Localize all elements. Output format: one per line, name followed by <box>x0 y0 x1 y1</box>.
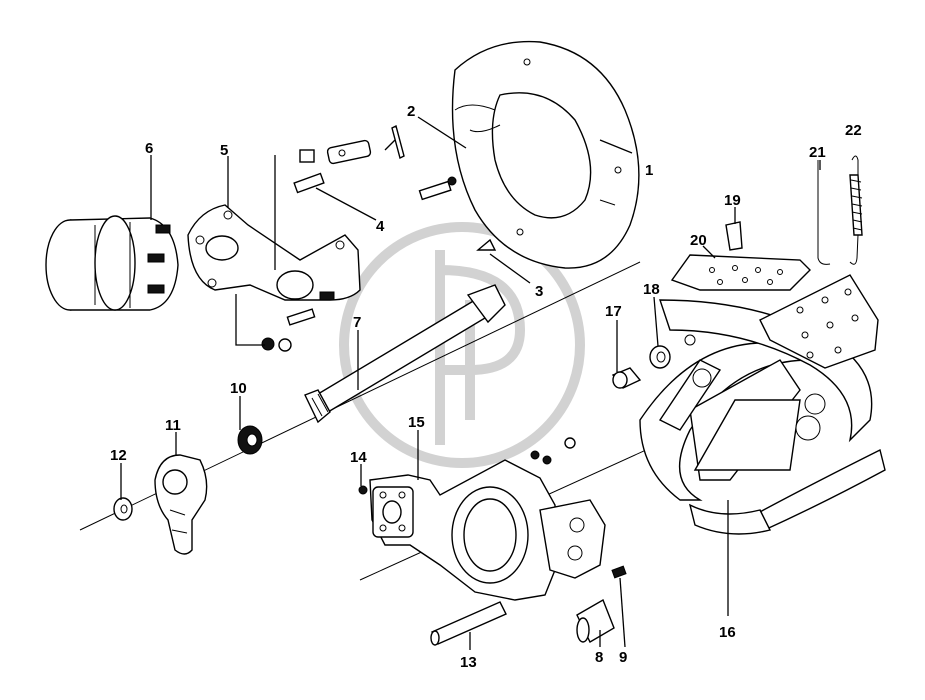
brake-lining <box>670 254 879 369</box>
chamber-bracket <box>187 204 361 352</box>
callout-5: 5 <box>220 142 228 159</box>
callout-4: 4 <box>376 218 385 235</box>
retaining-washer <box>113 497 133 521</box>
callout-3: 3 <box>535 283 543 300</box>
watermark-logo <box>339 222 585 468</box>
callout-20: 20 <box>690 232 707 249</box>
callout-18: 18 <box>643 281 660 298</box>
slack-adjuster <box>154 454 208 555</box>
callout-1: 1 <box>645 162 653 179</box>
camshaft <box>304 284 506 424</box>
callout-9: 9 <box>619 649 627 666</box>
callout-2: 2 <box>407 103 415 120</box>
callout-labels: 1 2 3 4 5 6 7 8 9 10 11 12 13 14 15 16 1… <box>110 103 862 671</box>
shoe-rollers <box>611 221 743 389</box>
callout-7: 7 <box>353 314 361 331</box>
clevis-pin <box>299 124 405 165</box>
camshaft-seal <box>237 425 263 455</box>
callout-17: 17 <box>605 303 622 320</box>
plug <box>476 238 497 251</box>
callout-22: 22 <box>845 122 862 139</box>
callout-11: 11 <box>165 417 181 434</box>
callout-13: 13 <box>460 654 477 671</box>
callout-15: 15 <box>408 414 425 431</box>
callout-19: 19 <box>724 192 741 209</box>
callout-12: 12 <box>110 447 127 464</box>
anchor-pins <box>430 565 627 646</box>
callout-6: 6 <box>145 140 153 157</box>
brake-chamber <box>45 215 179 311</box>
callout-10: 10 <box>230 380 247 397</box>
return-spring <box>817 155 863 265</box>
callout-21: 21 <box>809 144 826 161</box>
callout-14: 14 <box>350 449 367 466</box>
dust-shield <box>451 40 640 269</box>
brake-spider <box>358 437 606 601</box>
shield-bolt <box>293 172 457 201</box>
callout-16: 16 <box>719 624 736 641</box>
leader-lines <box>120 116 821 650</box>
callout-8: 8 <box>595 649 603 666</box>
